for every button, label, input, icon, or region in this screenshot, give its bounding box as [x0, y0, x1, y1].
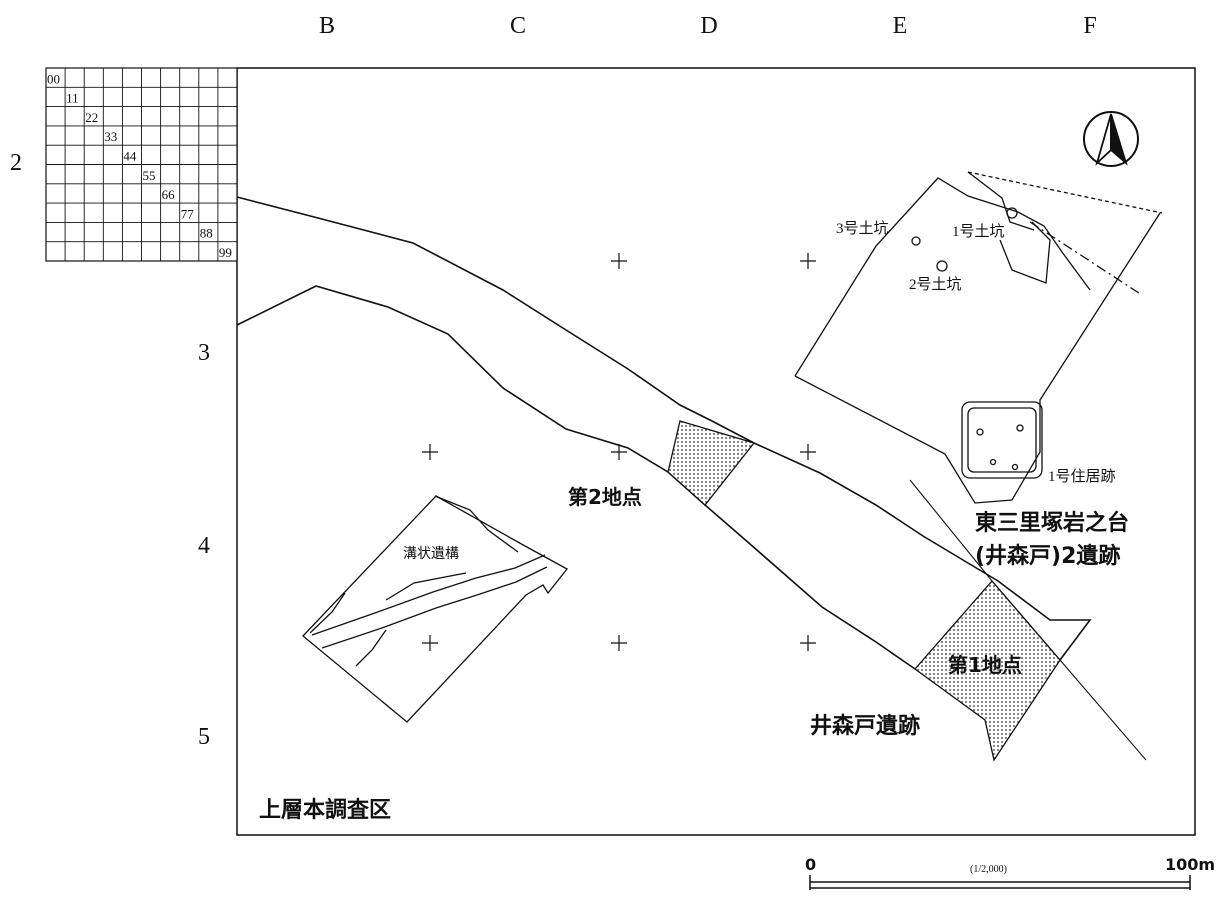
north-arrow-icon: [1083, 111, 1139, 167]
subgrid-number: 11: [66, 91, 79, 106]
scale-bar: 0 100m (1/2,000): [805, 855, 1215, 890]
label-pit1: 1号土坑: [952, 223, 1005, 240]
subgrid-number: 88: [200, 226, 213, 241]
label-site-east-line2: (井森戸)2遺跡: [975, 543, 1120, 569]
column-label-e: E: [893, 13, 908, 39]
row-labels: 2 3 4 5: [10, 150, 210, 750]
label-pit3: 3号土坑: [836, 220, 889, 237]
row-label-3: 3: [198, 340, 210, 366]
survey-corridor: [236, 196, 1092, 670]
label-upper-area: 上層本調査区: [259, 797, 391, 823]
sub-grid: 00 11 22 33 44 55 66 77 88 99: [45, 67, 238, 262]
subgrid-number: 44: [123, 149, 136, 164]
scale-end-label: 100m: [1165, 855, 1215, 874]
subgrid-number: 33: [104, 129, 117, 144]
column-label-f: F: [1083, 13, 1096, 39]
row-label-5: 5: [198, 724, 210, 750]
boundary-line: [909, 479, 1147, 761]
label-ditch: 溝状遺構: [403, 546, 459, 562]
subgrid-number: 99: [219, 245, 232, 260]
label-imorito-site: 井森戸遺跡: [810, 713, 920, 739]
label-pit2: 2号土坑: [909, 276, 962, 293]
label-dwelling1: 1号住居跡: [1048, 468, 1116, 485]
point2-area: [667, 420, 756, 506]
label-site-east-line1: 東三里塚岩之台: [975, 510, 1129, 536]
map-frame: [236, 67, 1196, 836]
east-site-outline: [794, 171, 1163, 504]
scale-start-label: 0: [805, 855, 816, 874]
label-point1: 第1地点: [948, 653, 1022, 677]
row-label-4: 4: [198, 533, 210, 559]
label-point2: 第2地点: [568, 485, 642, 509]
grid-crosses: [422, 253, 816, 651]
ditch-feature: [302, 495, 568, 723]
column-label-b: B: [319, 13, 335, 39]
row-label-2: 2: [10, 150, 22, 176]
column-labels: B C D E F: [319, 13, 1097, 39]
subgrid-number: 22: [85, 110, 98, 125]
subgrid-number: 00: [47, 71, 60, 86]
subgrid-number: 55: [143, 168, 156, 183]
subgrid-number: 66: [162, 187, 176, 202]
scale-ratio-label: (1/2,000): [970, 864, 1007, 875]
subgrid-number: 77: [181, 206, 195, 221]
column-label-d: D: [700, 13, 717, 39]
column-label-c: C: [510, 13, 526, 39]
